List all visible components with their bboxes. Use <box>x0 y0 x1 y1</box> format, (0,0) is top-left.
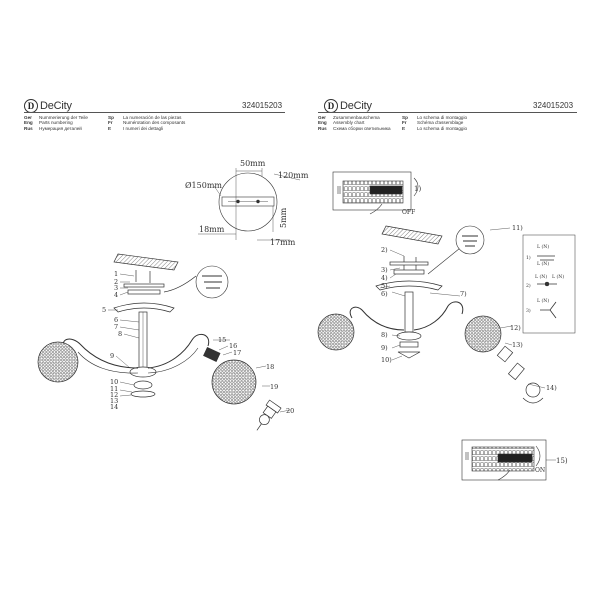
wiring-labels: 1) L (N) L (N) 2) L (N) L (N) 3) L (N) <box>526 243 564 314</box>
legend-text: Nummerierung der Teile <box>39 115 88 120</box>
step-label: 11) <box>512 224 523 232</box>
part-number: 1 <box>114 270 118 278</box>
legend-lang: Fr <box>108 120 113 126</box>
legend-text: Assembly chart <box>333 120 365 126</box>
legend-text: La numeración de las piezas <box>123 115 182 120</box>
part-number: 13 <box>110 397 118 405</box>
wiring-index: 3) <box>526 307 531 314</box>
product-code: 324015203 <box>533 101 574 110</box>
wiring-index: 1) <box>526 254 531 261</box>
dimension-labels: 50mm 120mm Ø150mm 18mm 5mm 17mm <box>185 159 309 247</box>
legend-lang: Rus <box>318 125 327 131</box>
part-number: 2 <box>114 278 118 286</box>
step-label: 15) <box>556 457 568 465</box>
step-label: 14) <box>546 384 557 392</box>
dim-depth: 18mm <box>199 225 225 234</box>
legend-lang: Ger <box>24 115 32 120</box>
legend-lang: Sp <box>402 115 408 120</box>
step-label: 12) <box>510 324 521 332</box>
wiring-label: L (N) <box>537 260 549 267</box>
legend-lang: Ger <box>318 115 326 120</box>
part-number: 20 <box>286 407 294 415</box>
switch-off-label: OFF <box>402 209 415 216</box>
product-code: 324015203 <box>242 101 283 110</box>
part-number: 6 <box>114 316 118 324</box>
part-number: 7 <box>114 323 118 331</box>
part-number: 15 <box>218 336 226 344</box>
step-label: 7) <box>460 290 467 298</box>
dim-width-top: 50mm <box>240 159 266 168</box>
part-number: 17 <box>233 349 241 357</box>
brand-name: DeCity <box>40 100 72 112</box>
header-rule <box>318 112 577 113</box>
dim-side: 5mm <box>279 207 288 228</box>
assembly-sheet: D DeCity 324015203 Ger Zusammenbauschema… <box>300 0 600 600</box>
legend-lang: Rus <box>24 125 33 131</box>
legend-lang: Eng <box>24 120 33 126</box>
part-number: 8 <box>118 330 122 338</box>
parts-legend: Ger Nummerierung der Teile Sp La numerac… <box>24 115 234 131</box>
legend-text: Lo schema di montaggio <box>417 125 468 131</box>
step-label: 8) <box>381 331 388 339</box>
breaker-on-diagram <box>461 439 556 481</box>
part-number: 16 <box>229 342 237 350</box>
part-number: 14 <box>110 403 118 411</box>
step-label: 2) <box>381 246 388 254</box>
legend-lang: Fr <box>402 120 407 126</box>
legend-text: Lo schema di montaggio <box>417 115 468 120</box>
parts-sheet: D DeCity 324015203 Ger Nummerierung der … <box>24 99 285 131</box>
part-number: 3 <box>114 284 118 292</box>
brand-name: DeCity <box>340 100 372 112</box>
legend-lang: It <box>402 125 405 131</box>
legend-lang: Sp <box>108 115 114 120</box>
dim-height-top: 120mm <box>278 171 309 180</box>
legend-text: Нумерация деталей <box>39 125 82 131</box>
legend-text: Схема сборки светильника <box>333 125 391 131</box>
step-label: 5) <box>381 282 388 290</box>
wiring-label: L (N) <box>535 273 547 280</box>
wiring-label: L (N) <box>537 297 549 304</box>
switch-on-label: ON <box>535 467 545 474</box>
step-label: 9) <box>381 344 388 352</box>
step-label: 4) <box>381 274 388 282</box>
assembly-step-labels: 2) 3) 4) 5) 6) 7) 8) 9) 10) 11) 12) 13) … <box>381 224 557 392</box>
assembly-chandelier <box>317 225 546 404</box>
legend-text: Parts numbering <box>39 120 73 126</box>
part-number: 18 <box>266 363 274 371</box>
wiring-options <box>522 234 576 334</box>
part-number: 19 <box>270 383 278 391</box>
part-number-labels: 1 2 3 4 5 6 7 8 9 10 11 12 13 14 15 16 1… <box>102 270 294 415</box>
wiring-label: L (N) <box>552 273 564 280</box>
step-label: 10) <box>381 356 392 364</box>
legend-text: Numérotation des composants <box>123 120 186 126</box>
wiring-index: 2) <box>526 282 531 289</box>
header-rule <box>24 112 285 113</box>
step-label: 3) <box>381 266 388 274</box>
part-number: 12 <box>110 391 118 399</box>
part-number: 9 <box>110 352 114 360</box>
step-label: 6) <box>381 290 388 298</box>
part-number: 10 <box>110 378 118 386</box>
step-label: 13) <box>512 341 523 349</box>
dim-diameter: Ø150mm <box>185 181 222 190</box>
breaker-off-diagram <box>332 171 419 215</box>
exploded-chandelier <box>37 253 291 431</box>
legend-lang: It <box>108 125 111 131</box>
legend-text: Zusammenbauschema <box>333 115 380 120</box>
legend-text: I numeri dei dettagli <box>123 125 164 131</box>
legend-lang: Eng <box>318 120 327 126</box>
part-number: 4 <box>114 291 118 299</box>
mount-dimension-detail <box>198 168 301 241</box>
assembly-legend: Ger Zusammenbauschema Sp Lo schema di mo… <box>318 115 528 131</box>
dim-bottom: 17mm <box>270 238 296 247</box>
legend-text: Schéma d'assemblage <box>417 120 464 126</box>
wiring-label: L (N) <box>537 243 549 250</box>
part-number: 5 <box>102 306 106 314</box>
part-number: 11 <box>110 385 118 393</box>
step-label: 1) <box>414 185 421 193</box>
